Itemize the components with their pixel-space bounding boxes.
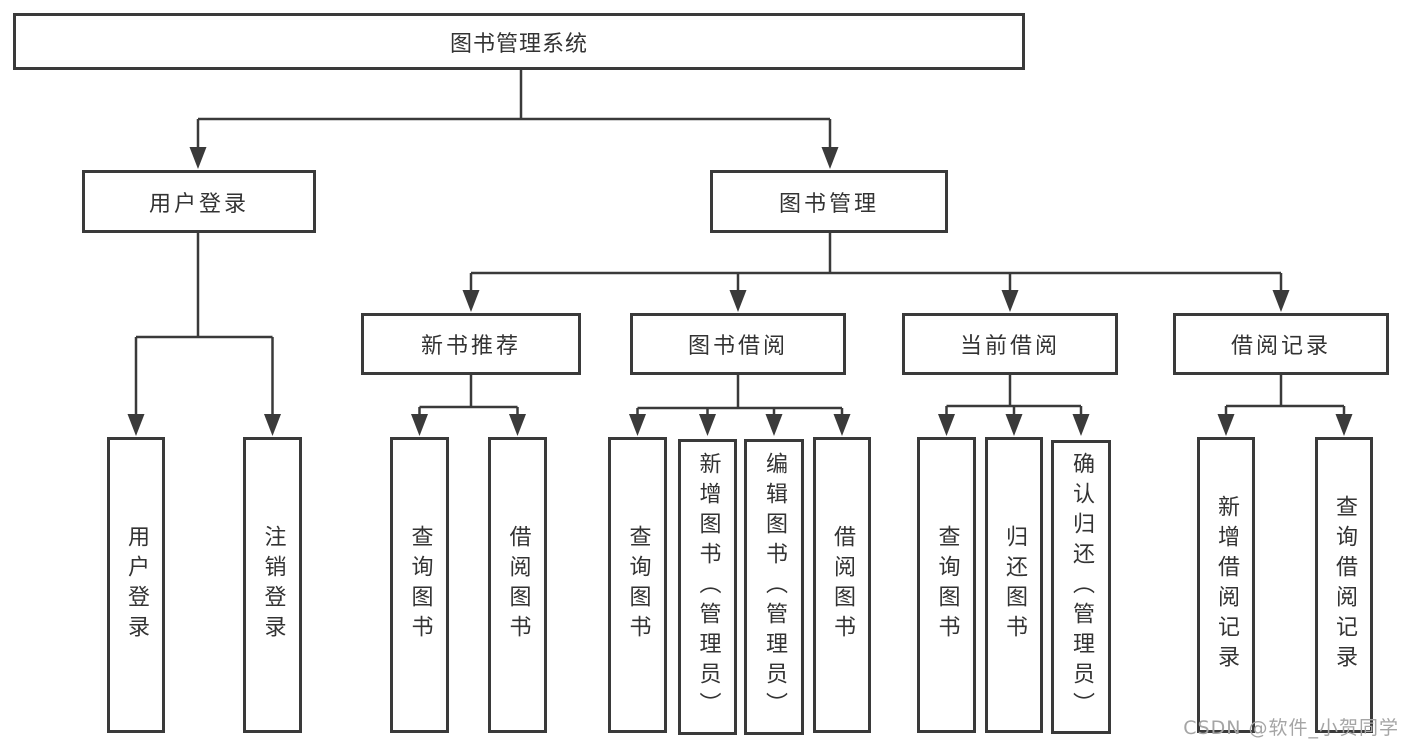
- leaf-add-borrow-record: 新增借阅记录: [1197, 437, 1255, 733]
- node-label: 新书推荐: [420, 334, 521, 359]
- leaf-label: 新增借阅记录: [1214, 495, 1239, 675]
- leaf-query-books-borrow: 查询图书: [608, 437, 667, 733]
- node-book-management: 图书管理: [710, 170, 948, 233]
- node-label: 用户登录: [148, 191, 249, 217]
- node-new-book-recommend: 新书推荐: [361, 313, 581, 375]
- leaf-add-books-admin: 新增图书（管理员）: [678, 439, 737, 735]
- leaf-borrow-books-recommend: 借阅图书: [488, 437, 547, 733]
- leaf-label: 用户登录: [124, 525, 149, 645]
- leaf-query-borrow-record: 查询借阅记录: [1315, 437, 1373, 733]
- node-book-borrow: 图书借阅: [630, 313, 846, 375]
- node-label: 图书借阅: [687, 334, 788, 359]
- leaf-label: 注销登录: [260, 525, 286, 645]
- leaf-label: 查询借阅记录: [1332, 495, 1357, 675]
- leaf-label: 编辑图书（管理员）: [762, 452, 787, 722]
- leaf-borrow-books: 借阅图书: [813, 437, 871, 733]
- leaf-return-books: 归还图书: [985, 437, 1043, 733]
- csdn-watermark: CSDN @软件_小贺同学: [1183, 717, 1399, 739]
- arrowheads: [127, 147, 1353, 436]
- leaf-query-books-recommend: 查询图书: [390, 437, 449, 733]
- leaf-label: 新增图书（管理员）: [695, 452, 721, 722]
- leaf-user-login: 用户登录: [107, 437, 165, 733]
- leaf-label: 查询图书: [407, 525, 433, 645]
- leaf-label: 归还图书: [1002, 525, 1027, 645]
- node-label: 借阅记录: [1230, 334, 1331, 359]
- node-label: 图书管理: [778, 191, 879, 217]
- leaf-logout: 注销登录: [243, 437, 302, 733]
- leaf-label: 查询图书: [625, 525, 651, 645]
- node-label: 图书管理系统: [449, 31, 588, 57]
- node-borrow-record: 借阅记录: [1173, 313, 1389, 375]
- leaf-label: 查询图书: [934, 525, 960, 645]
- node-current-borrow: 当前借阅: [902, 313, 1118, 375]
- leaf-query-books-current: 查询图书: [917, 437, 976, 733]
- node-library-management-system: 图书管理系统: [13, 13, 1025, 70]
- leaf-label: 借阅图书: [505, 525, 531, 645]
- leaf-confirm-return-admin: 确认归还（管理员）: [1051, 440, 1111, 734]
- node-user-login: 用户登录: [82, 170, 316, 233]
- node-label: 当前借阅: [959, 334, 1060, 359]
- leaf-label: 确认归还（管理员）: [1069, 452, 1094, 722]
- leaf-edit-books-admin: 编辑图书（管理员）: [744, 439, 804, 735]
- leaf-label: 借阅图书: [830, 525, 855, 645]
